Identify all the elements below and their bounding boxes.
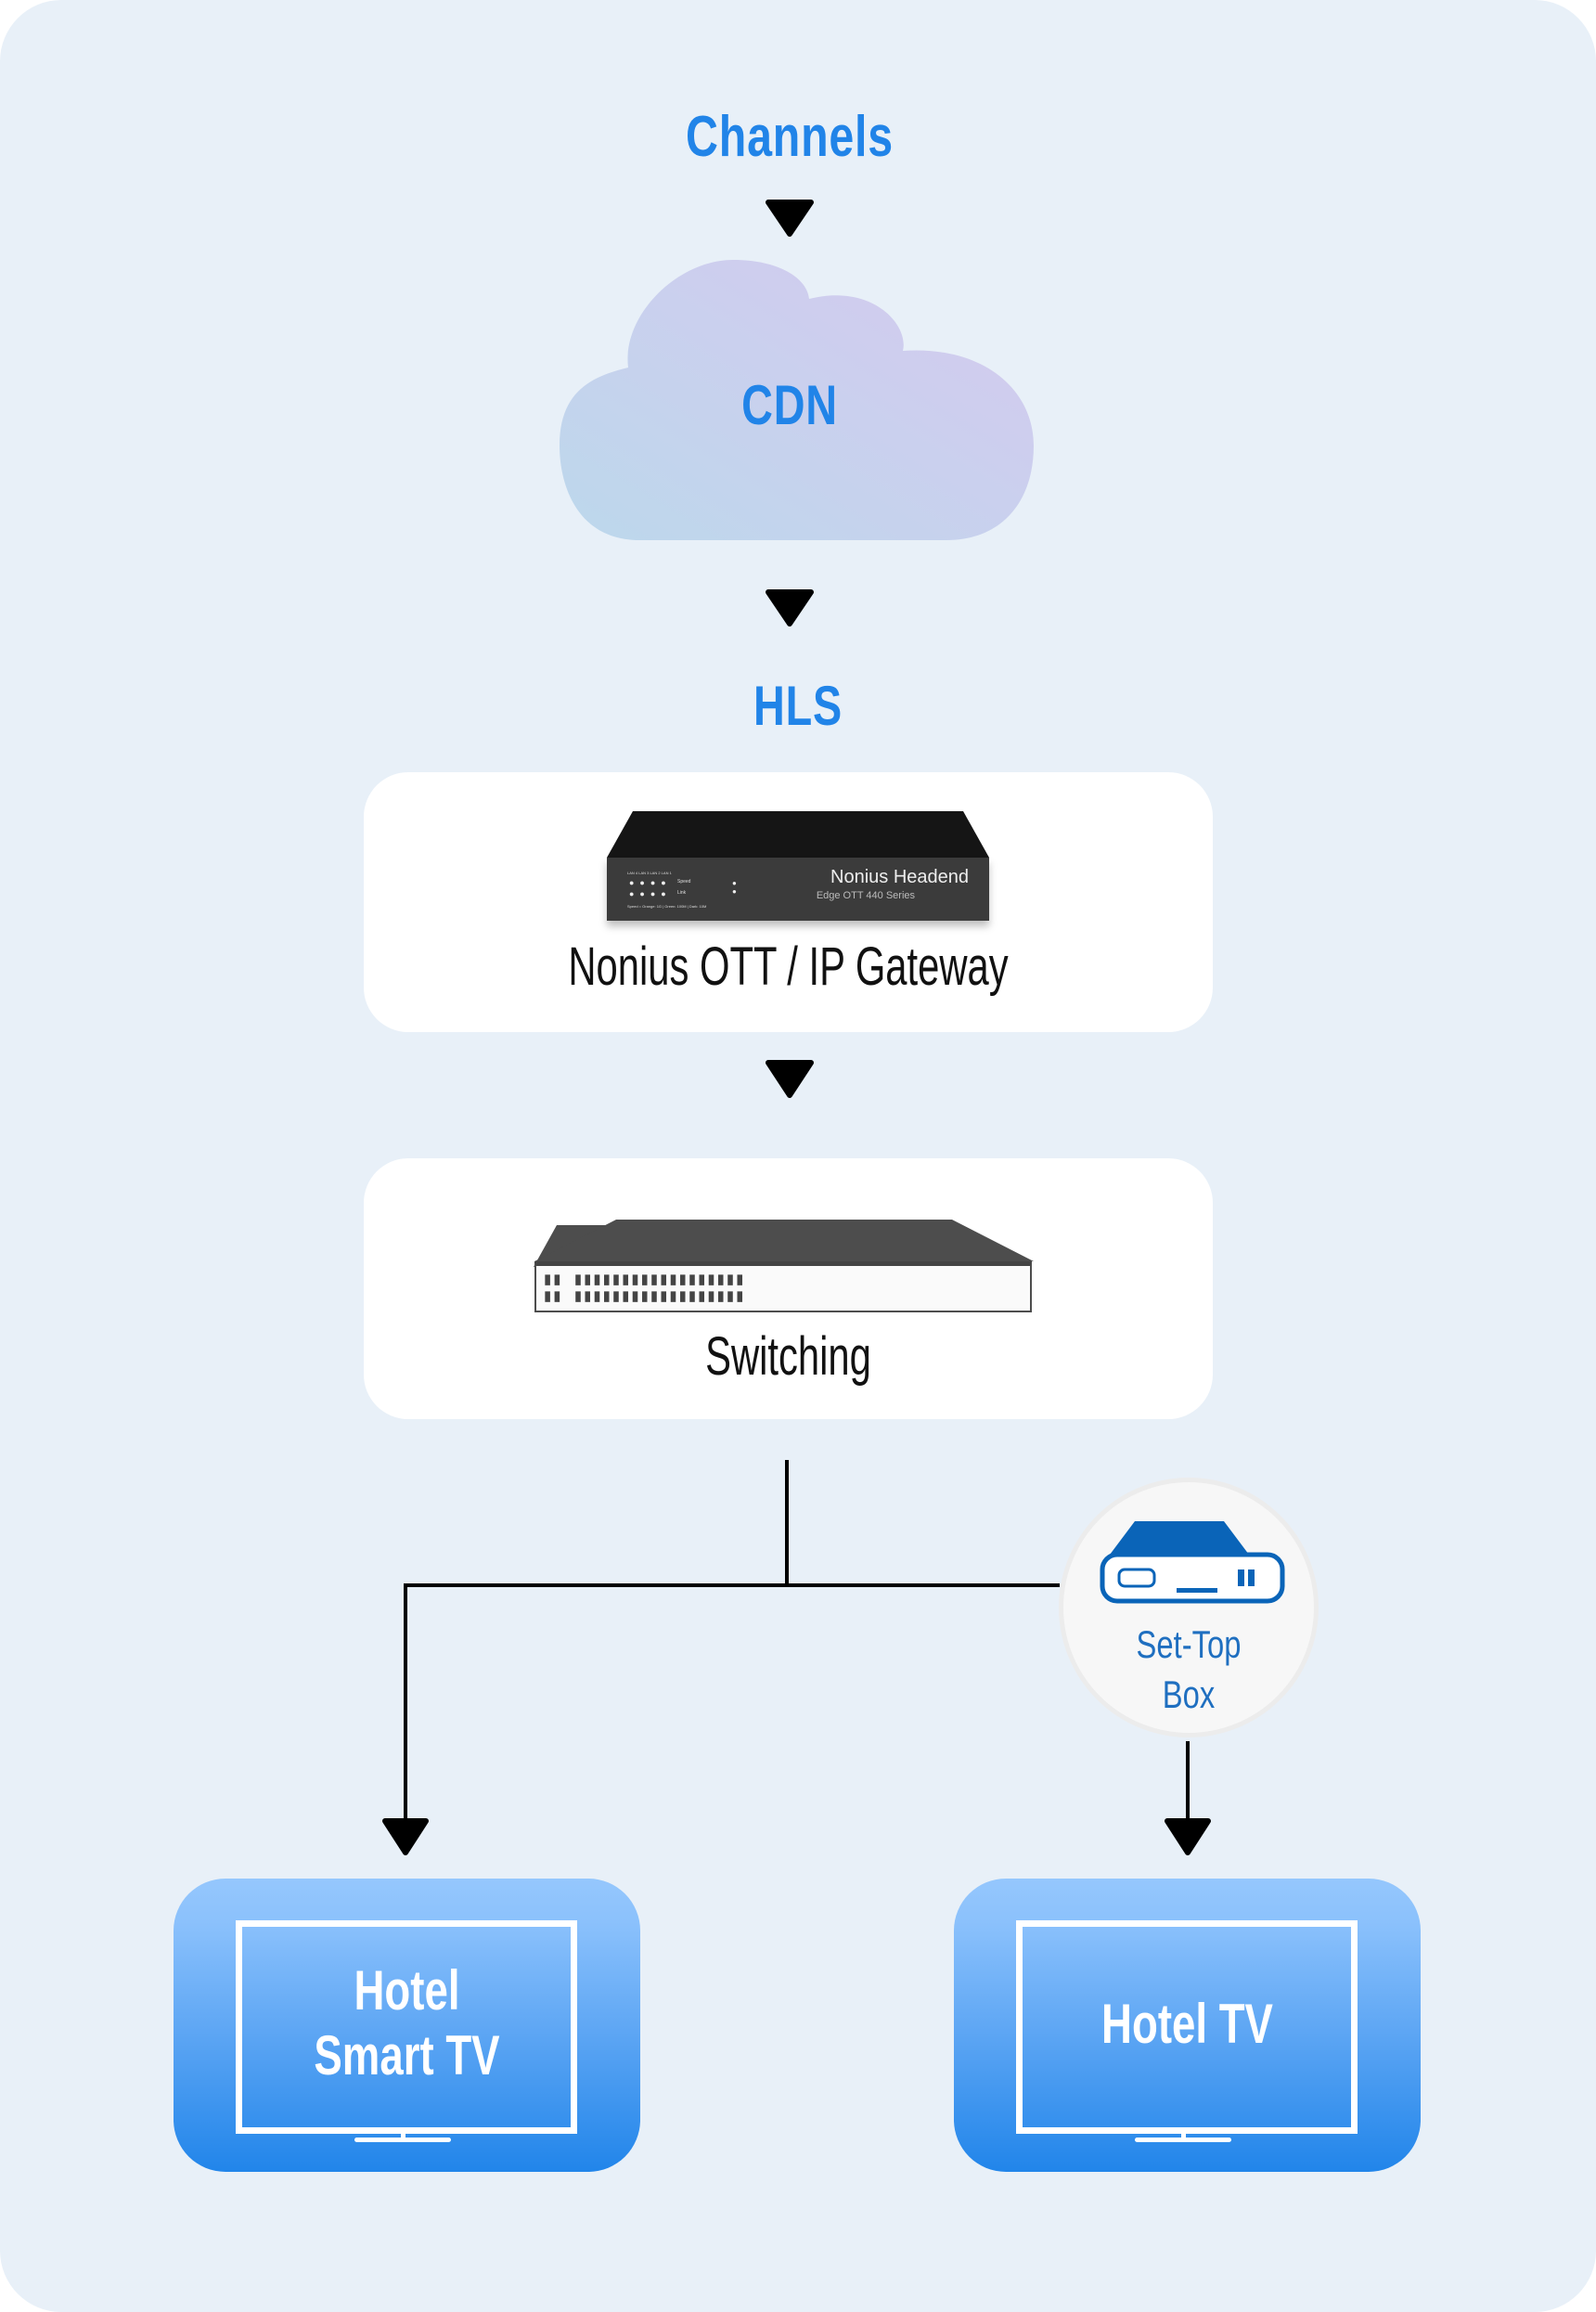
device-legend: Speed = Orange: 1G | Green: 100M | Dark:… [627,904,707,909]
device-port-header: LAN 4 LAN 3 LAN 2 LAN 1 [627,871,672,875]
arrow-channels-to-cdn [766,200,814,237]
tv-stand-base [1135,2138,1231,2142]
device-front: Nonius Headend Edge OTT 440 Series LAN 4… [607,858,989,921]
set-top-box-label-line1: Set-Top [1136,1622,1242,1666]
tv-stand-neck [401,2127,405,2138]
device-row-link-label: Link [677,890,687,896]
tv-stand-neck [1181,2127,1186,2138]
set-top-box-node[interactable]: Set-Top Box [1059,1478,1319,1737]
hotel-tv-node[interactable]: Hotel TV [954,1879,1421,2172]
headend-device-image: Nonius Headend Edge OTT 440 Series LAN 4… [607,811,989,928]
arrow-to-smart-tv [382,1818,429,1855]
set-top-box-label-line2: Box [1162,1673,1216,1716]
switch-ports: ▮▮ ▮▮▮▮▮▮▮▮▮▮▮▮▮▮▮▮▮▮▮▮ ▮▮▮▮▮▮▮▮▮▮▮▮▮▮▮▮… [544,1272,746,1304]
arrow-to-hotel-tv [1165,1818,1211,1855]
hotel-smart-tv-label: Hotel Smart TV [229,1958,584,2088]
cloud-icon [560,260,1034,540]
device-row-speed-label: Speed [677,879,691,885]
device-model: Edge OTT 440 Series [816,890,915,901]
switch-top [534,1220,1034,1261]
set-top-box-icon [1100,1521,1285,1604]
set-top-box-label: Set-Top Box [1091,1620,1287,1720]
gateway-label: Nonius OTT / IP Gateway [568,936,1009,997]
tv-screen-icon [236,1920,577,2134]
switch-device: ▮▮ ▮▮▮▮▮▮▮▮▮▮▮▮▮▮▮▮▮▮▮▮ ▮▮▮▮▮▮▮▮▮▮▮▮▮▮▮▮… [534,1220,1034,1312]
cdn-node: CDN [741,374,838,436]
arrow-cdn-to-hls [766,589,814,626]
device-led-row-speed: ●●●● [629,878,672,887]
hotel-smart-tv-label-line2: Smart TV [314,2024,500,2086]
hotel-tv-label: Hotel TV [1101,1993,1273,2055]
tv-stand-base [354,2138,451,2142]
device-led-row-link: ●●●● [629,889,672,898]
device-status-leds: ●● [732,879,737,896]
tv-screen-icon [1016,1920,1358,2134]
hotel-smart-tv-node[interactable]: Hotel Smart TV [174,1879,640,2172]
switching-label: Switching [705,1326,871,1387]
channels-node: Channels [686,105,894,169]
hotel-smart-tv-label-line1: Hotel [354,1959,460,2021]
device-brand: Nonius Headend [830,867,969,887]
switching-card[interactable]: ▮▮ ▮▮▮▮▮▮▮▮▮▮▮▮▮▮▮▮▮▮▮▮ ▮▮▮▮▮▮▮▮▮▮▮▮▮▮▮▮… [364,1158,1213,1419]
arrow-gateway-to-switching [766,1060,814,1098]
device-top [607,811,989,858]
switch-front: ▮▮ ▮▮▮▮▮▮▮▮▮▮▮▮▮▮▮▮▮▮▮▮ ▮▮▮▮▮▮▮▮▮▮▮▮▮▮▮▮… [534,1261,1032,1312]
hls-label: HLS [753,675,843,737]
gateway-card[interactable]: Nonius Headend Edge OTT 440 Series LAN 4… [364,772,1213,1032]
